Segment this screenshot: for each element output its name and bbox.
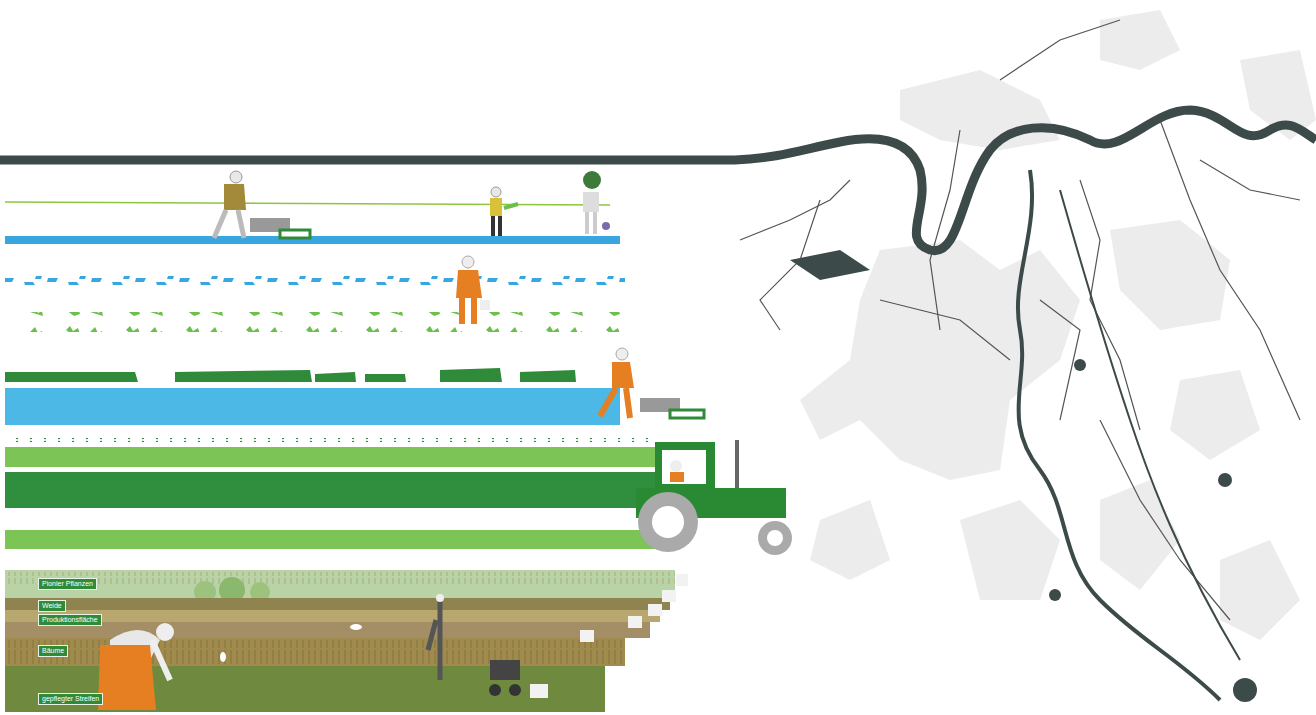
tag-label: Weide [42,602,62,610]
tag-label: Bäume [42,647,64,655]
green-tag: Pionier Pflanzen [38,578,97,590]
tag-label: gepflegter Streifen [42,695,99,703]
field-photo [5,570,688,712]
tag-label: Pionier Pflanzen [42,580,93,588]
green-tag: gepflegter Streifen [38,693,103,705]
green-tag: Produktionsfläche [38,614,102,626]
green-tag: Bäume [38,645,68,657]
green-tag: Weide [38,600,66,612]
tag-label: Produktionsfläche [42,616,98,624]
figures [214,171,704,418]
tractor [636,440,792,555]
